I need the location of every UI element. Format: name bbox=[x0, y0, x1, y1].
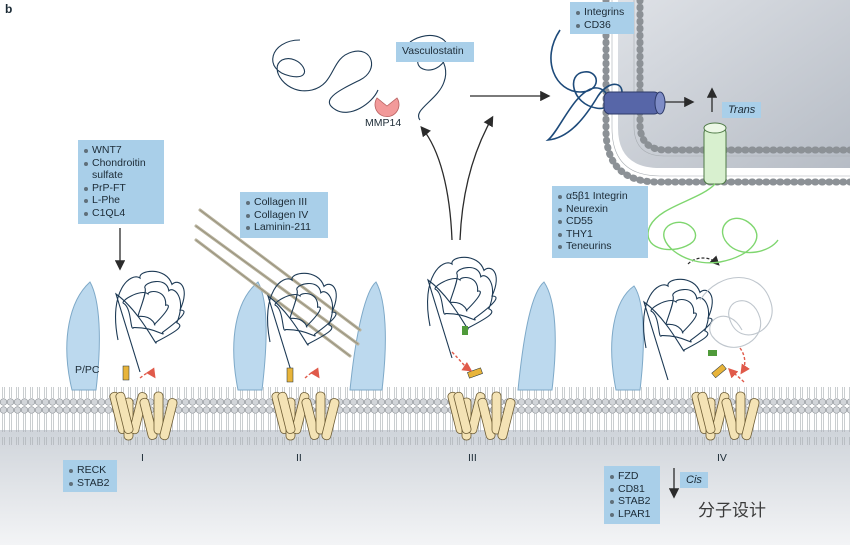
neighbour-cell bbox=[602, 0, 850, 186]
watermark: 分子设计 bbox=[698, 501, 766, 521]
ligand-item: WNT7 bbox=[84, 144, 158, 157]
cis-label: Cis bbox=[680, 472, 708, 488]
cell-cytoplasm bbox=[0, 430, 850, 545]
trans-partner-box: α5β1 Integrin Neurexin CD55 THY1 Teneuri… bbox=[552, 186, 648, 258]
ppc-label: P/PC bbox=[75, 364, 100, 376]
reck-item: STAB2 bbox=[69, 477, 111, 490]
panel-label: b bbox=[5, 2, 13, 16]
stage-label-ii: II bbox=[296, 452, 302, 464]
integrin-item: CD36 bbox=[576, 19, 628, 32]
ligand-item: L-Phe bbox=[84, 194, 158, 207]
ligand-item: PrP-FT bbox=[84, 182, 158, 195]
tethered-agonists bbox=[122, 326, 727, 383]
cis-item: CD81 bbox=[610, 483, 654, 496]
ecm-item: Collagen III bbox=[246, 196, 322, 209]
pericyte-processes bbox=[66, 281, 644, 391]
trans-partner-item: THY1 bbox=[558, 228, 642, 241]
trans-label: Trans bbox=[722, 102, 762, 118]
trans-partner-cylinder bbox=[703, 127, 727, 185]
cis-item: LPAR1 bbox=[610, 508, 654, 521]
adhesion-gpcr-7tm bbox=[691, 391, 760, 441]
trans-partner-tangle bbox=[647, 183, 779, 264]
trans-partner-item: Teneurins bbox=[558, 240, 642, 253]
stage-label-iii: III bbox=[468, 452, 477, 464]
trans-partner-item: Neurexin bbox=[558, 203, 642, 216]
cis-item: STAB2 bbox=[610, 495, 654, 508]
reck-box: RECK STAB2 bbox=[63, 460, 117, 492]
vasculostatin-label: Vasculostatin bbox=[402, 45, 464, 57]
adhesion-gpcr-7tm bbox=[271, 391, 340, 441]
integrin-tangle bbox=[545, 29, 623, 142]
ligand-box: WNT7 Chondroitin sulfate PrP-FT L-Phe C1… bbox=[78, 140, 164, 224]
ligand-item: Chondroitin sulfate bbox=[84, 157, 158, 182]
vasculostatin-box: Vasculostatin bbox=[396, 42, 474, 62]
reck-item: RECK bbox=[69, 464, 111, 477]
adhesion-gpcr-7tm bbox=[109, 391, 178, 441]
integrin-box: Integrins CD36 bbox=[570, 2, 634, 34]
mmp14-protease bbox=[374, 97, 400, 118]
stage-label-iv: IV bbox=[717, 452, 727, 464]
cis-item: FZD bbox=[610, 470, 654, 483]
ligand-item: C1QL4 bbox=[84, 207, 158, 220]
trans-partner-item: CD55 bbox=[558, 215, 642, 228]
integrin-item: Integrins bbox=[576, 6, 628, 19]
ghost-ntf bbox=[699, 277, 773, 348]
cis-box: FZD CD81 STAB2 LPAR1 bbox=[604, 466, 660, 524]
trans-receptor-cylinder bbox=[603, 91, 661, 115]
ecm-item: Collagen IV bbox=[246, 209, 322, 222]
activation-arrows bbox=[139, 347, 750, 383]
ecm-item: Laminin-211 bbox=[246, 221, 322, 234]
mmp14-label: MMP14 bbox=[365, 117, 402, 129]
flow-arrows bbox=[114, 87, 718, 499]
stage-label-i: I bbox=[141, 452, 144, 464]
adhesion-gpcr-7tm bbox=[447, 391, 516, 441]
ecm-box: Collagen III Collagen IV Laminin-211 bbox=[240, 192, 328, 238]
trans-partner-item: α5β1 Integrin bbox=[558, 190, 642, 203]
